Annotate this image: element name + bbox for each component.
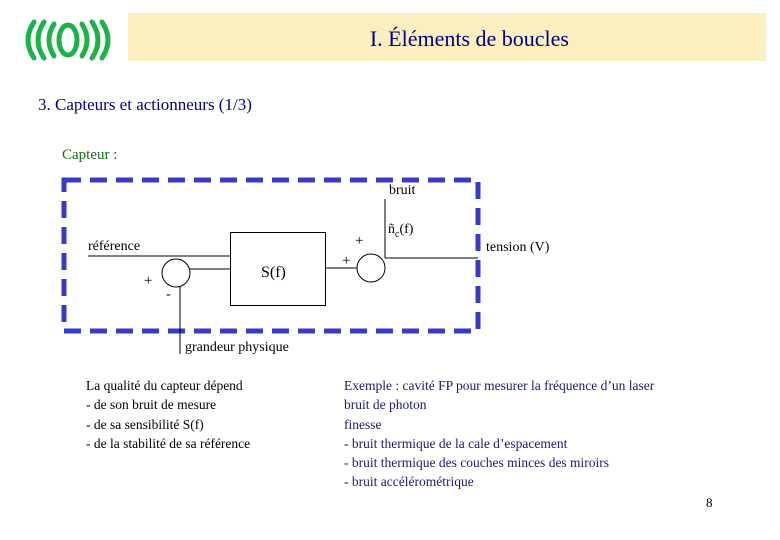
sensitivity-block xyxy=(230,232,326,306)
physical-quantity-label: grandeur physique xyxy=(185,340,289,355)
minus-sign-left: - xyxy=(166,287,171,302)
note-line: - bruit thermique des couches minces des… xyxy=(344,455,610,471)
note-line: - de son bruit de mesure xyxy=(86,397,217,413)
reference-label: référence xyxy=(88,239,141,254)
noise-spectrum-label: ñc(f) xyxy=(388,222,414,240)
note-line: La qualité du capteur dépend xyxy=(86,378,243,393)
quality-notes: La qualité du capteur dépend - de son br… xyxy=(86,376,250,453)
note-line: finesse xyxy=(344,416,382,432)
note-line: - de sa sensibilité S(f) xyxy=(86,416,204,432)
sensor-frame xyxy=(61,177,481,334)
page-number: 8 xyxy=(706,495,713,510)
plus-sign-top: + xyxy=(355,233,364,249)
plus-sign-bottom: + xyxy=(342,253,351,269)
summing-junction-left xyxy=(161,258,191,288)
noise-label: bruit xyxy=(389,183,416,198)
note-line: - bruit thermique de la cale d’espacemen… xyxy=(344,435,568,451)
sensitivity-label: S(f) xyxy=(261,264,286,281)
output-label: tension (V) xyxy=(486,240,550,255)
note-line: Exemple : cavité FP pour mesurer la fréq… xyxy=(344,378,655,393)
note-line: - bruit accélérométrique xyxy=(344,474,474,490)
summing-junction-right xyxy=(356,253,386,283)
virgo-waves-logo-icon xyxy=(25,19,111,61)
title-bar xyxy=(128,13,766,61)
page-title: I. Éléments de boucles xyxy=(369,26,569,51)
section-title: 3. Capteurs et actionneurs (1/3) xyxy=(38,95,252,114)
plus-sign-left: + xyxy=(144,273,153,289)
example-notes: Exemple : cavité FP pour mesurer la fréq… xyxy=(344,376,654,492)
note-line: bruit de photon xyxy=(344,397,427,413)
note-line: - de la stabilité de sa référence xyxy=(86,435,251,451)
diagram-caption: Capteur : xyxy=(62,147,118,163)
